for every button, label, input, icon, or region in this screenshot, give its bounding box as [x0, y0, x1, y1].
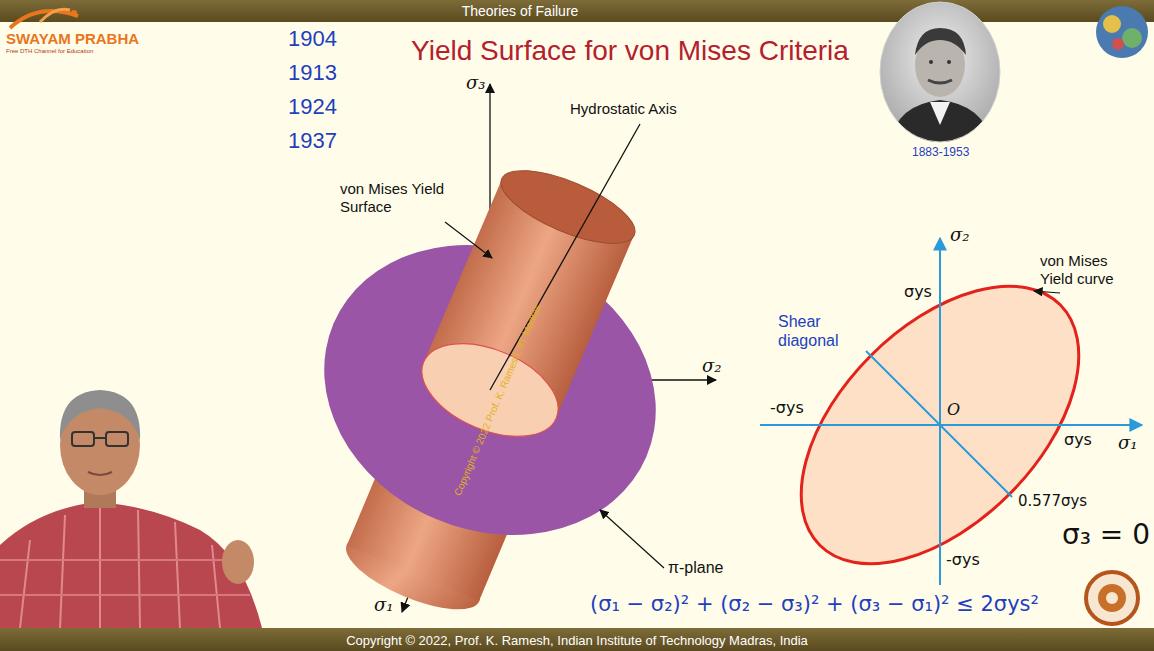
presenter [106, 432, 128, 446]
portrait-photo [890, 100, 992, 145]
header-text: Theories of Failure [462, 3, 579, 20]
callout-label: von Mises Yield Surface [340, 180, 460, 216]
logo-text: SWAYAM PRABHA [6, 30, 139, 48]
presenter [0, 502, 262, 628]
yield-surface-3d [279, 84, 716, 624]
diagonal-label: Shear diagonal [778, 312, 864, 350]
swayam-logo [10, 9, 78, 28]
portrait-photo [947, 60, 951, 64]
leader-line [1034, 291, 1060, 293]
callout-label: π-plane [668, 558, 724, 577]
presenter [72, 432, 94, 446]
intercept-label: 0.577σys [1018, 492, 1087, 510]
condition-label: σ₃ = 0 [1062, 518, 1150, 552]
year-label: 1937 [288, 128, 337, 154]
callout-label: von Mises Yield curve [1040, 252, 1132, 288]
leader-line [445, 222, 492, 258]
presenter [88, 472, 112, 475]
axis-label: σ₂ [950, 224, 970, 246]
year-label: 1904 [288, 26, 337, 52]
corner-icon [1096, 6, 1148, 58]
iit-madras-logo [1098, 584, 1126, 612]
logo-tagline: Free DTH Channel for Education [6, 48, 93, 55]
intercept-label: σys [904, 282, 932, 301]
presenter [0, 390, 262, 628]
corner-icon [1122, 28, 1142, 48]
portrait-photo [878, 0, 1002, 145]
footer-bar [0, 628, 1154, 651]
year-label: 1924 [288, 94, 337, 120]
callout-label: Hydrostatic Axis [570, 100, 677, 118]
sigma2-axis [939, 238, 941, 585]
portrait-photo [930, 102, 950, 125]
year-label: 1913 [288, 60, 337, 86]
corner-icon [1112, 38, 1124, 50]
portrait-photo [878, 0, 1002, 145]
iit-madras-logo [1086, 572, 1138, 624]
header-bar [0, 0, 1154, 22]
iit-madras-logo [1086, 572, 1138, 624]
axis-label: σ₁ [1118, 432, 1138, 454]
yield-curve-2d [750, 235, 1142, 614]
presenter [94, 437, 106, 439]
corner-icon [1096, 6, 1148, 58]
swayam-logo [40, 9, 70, 22]
portrait-photo [929, 60, 933, 64]
corner-icon [1103, 15, 1121, 33]
slide-title: Yield Surface for von Mises Criteria [411, 34, 849, 68]
portrait-photo [915, 28, 966, 55]
presenter [0, 560, 250, 595]
presenter [222, 540, 254, 584]
intercept-label: -σys [770, 398, 804, 417]
portrait-photo [878, 0, 1002, 145]
portrait-photo [928, 80, 952, 83]
axis-label: σ₃ [466, 72, 486, 94]
footer-text: Copyright © 2022, Prof. K. Ramesh, India… [346, 633, 808, 649]
iit-madras-logo [1106, 592, 1118, 604]
intercept-label: σys [1064, 430, 1092, 449]
lifespan-label: 1883-1953 [912, 145, 969, 159]
intercept-label: -σys [946, 550, 980, 569]
axis-label: σ₁ [374, 594, 394, 616]
swayam-logo [71, 10, 77, 16]
cylinder-top [492, 156, 644, 258]
presenter [20, 505, 220, 628]
portrait-photo [880, 2, 1000, 142]
leader-line [600, 510, 664, 568]
origin-label: O [947, 400, 960, 419]
sigma1-axis [760, 424, 1142, 426]
shear-diagonal [866, 351, 1012, 497]
axis-label: σ₂ [702, 355, 722, 377]
yield-equation: (σ₁ − σ₂)² + (σ₂ − σ₃)² + (σ₃ − σ₁)² ≤ 2… [590, 592, 1039, 617]
